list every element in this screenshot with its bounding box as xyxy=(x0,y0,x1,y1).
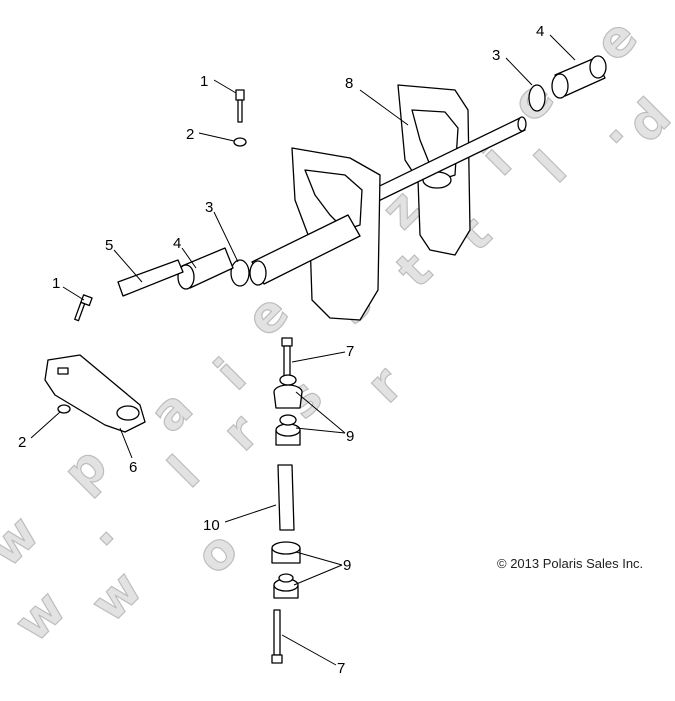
rubber-bushing xyxy=(271,541,301,564)
watermark-letter: r xyxy=(355,355,414,414)
washer xyxy=(233,137,247,147)
watermark-letter: . xyxy=(71,503,125,557)
callout-6: 6 xyxy=(129,459,137,476)
rubber-bushing xyxy=(273,573,299,599)
callout-4b: 4 xyxy=(536,23,544,40)
bushing xyxy=(551,55,607,99)
callout-3: 3 xyxy=(205,199,213,216)
bolt xyxy=(74,294,93,322)
splined-shaft xyxy=(117,259,184,297)
watermark-letter: r xyxy=(211,403,270,462)
watermark-letter: i xyxy=(204,348,257,401)
washer xyxy=(57,404,71,414)
callout-1: 1 xyxy=(200,73,208,90)
copyright-notice: © 2013 Polaris Sales Inc. xyxy=(497,556,644,571)
bolt xyxy=(271,609,283,664)
steering-arm xyxy=(44,354,146,433)
callout-7b: 7 xyxy=(337,660,345,677)
watermark-letter: l xyxy=(525,141,578,194)
watermark-letter: w xyxy=(3,579,77,653)
callout-9b: 9 xyxy=(343,557,351,574)
watermark-letter: p xyxy=(52,436,118,502)
bolt xyxy=(235,89,245,123)
callout-2: 2 xyxy=(186,126,194,143)
callout-1b: 1 xyxy=(52,275,60,292)
watermark-letter: l xyxy=(157,445,210,498)
callout-7: 7 xyxy=(346,343,354,360)
rubber-bushing xyxy=(273,374,303,409)
callout-8: 8 xyxy=(345,75,353,92)
sleeve xyxy=(277,464,295,531)
rubber-bushing xyxy=(275,414,301,446)
callout-10: 10 xyxy=(203,517,220,534)
callout-4: 4 xyxy=(173,235,181,252)
callout-3b: 3 xyxy=(492,47,500,64)
o-ring xyxy=(528,84,546,112)
watermark-letter: w xyxy=(0,504,50,578)
watermark-letter: w xyxy=(79,559,153,633)
leader-lines xyxy=(30,34,576,666)
o-ring xyxy=(230,259,250,287)
callout-2b: 2 xyxy=(18,434,26,451)
callout-9: 9 xyxy=(346,428,354,445)
tube xyxy=(249,214,361,286)
watermark-letter: a xyxy=(139,379,204,444)
callout-5: 5 xyxy=(105,237,113,254)
